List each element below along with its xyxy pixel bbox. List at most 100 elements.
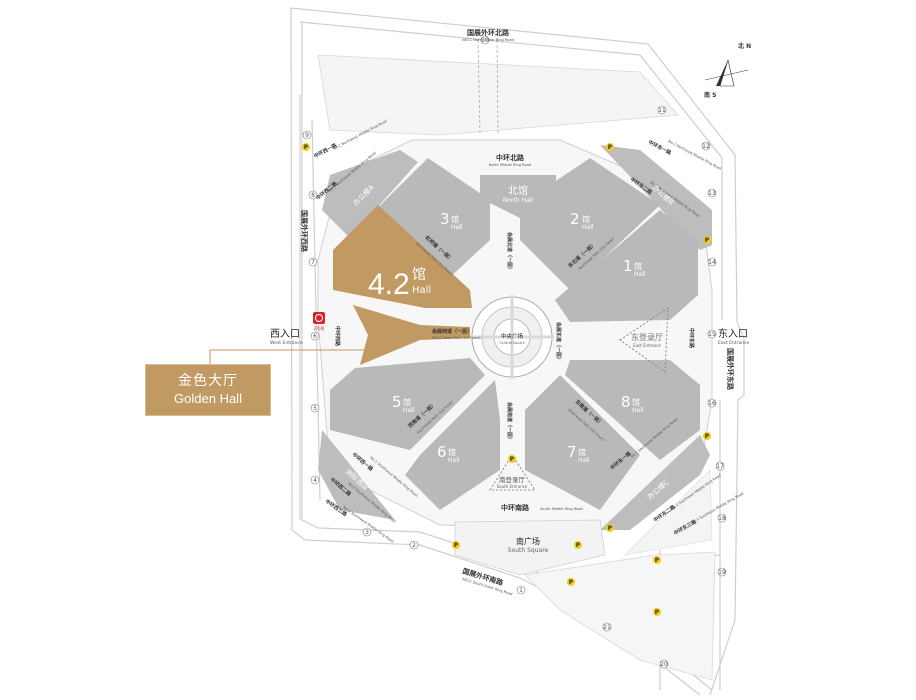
gate-1-label: 1 — [519, 587, 523, 594]
west-road-label: 国展外环西路 — [300, 210, 309, 253]
hall-7 — [525, 375, 640, 510]
hall-1-label-en: Hall — [634, 271, 646, 278]
north-service-area — [317, 54, 679, 136]
gate-markers: 1 2 3 4 5 6 7 8 9 10 11 12 13 14 15 16 1… — [302, 35, 727, 669]
central-square-label-en: Central Square — [499, 341, 524, 345]
hotel-building — [318, 430, 395, 520]
parking-icon: P — [302, 143, 310, 151]
gate-4-label: 4 — [313, 477, 317, 484]
office-building-c — [600, 435, 710, 530]
inner-south-road-label: 中环南路 — [501, 503, 530, 512]
hall-8-number: 8 — [621, 393, 631, 411]
south-parking-area — [524, 551, 716, 681]
north-hall-label-en: North Hall — [503, 197, 534, 204]
gate-21-label: 21 — [603, 624, 611, 631]
gate-8 — [308, 190, 318, 200]
hall-8-label-en: Hall — [632, 407, 644, 414]
north-walk-label: 会展北道（一层） — [506, 231, 513, 272]
svg-text:P: P — [655, 557, 660, 564]
hall-1 — [555, 210, 698, 322]
gate-14 — [707, 257, 717, 267]
hall-4-2-label-en: Hall — [412, 285, 431, 296]
hall-7-number: 7 — [567, 443, 577, 461]
gate-20 — [659, 659, 669, 669]
north-hall — [480, 175, 556, 218]
parking-icon: P — [606, 524, 614, 532]
compass-south-label: 南 S — [704, 91, 716, 99]
hall-5-number: 5 — [392, 393, 402, 411]
gate-16 — [707, 398, 717, 408]
east-walk-label: 会展东道（一层） — [555, 321, 562, 362]
hall-1-number: 1 — [623, 257, 633, 275]
svg-text:P: P — [304, 144, 309, 151]
gate-3 — [362, 527, 372, 537]
metro-line-label: 2号线 — [314, 325, 325, 331]
hall-4-2-label: 馆 — [412, 267, 426, 283]
compass-icon: 北 N 南 S — [704, 42, 751, 99]
compass-north-label: 北 N — [738, 42, 751, 50]
east-lobby-label: 东登录厅 — [631, 332, 663, 342]
parking-icon: P — [703, 432, 711, 440]
gate-17-label: 17 — [716, 463, 724, 470]
hall-6 — [405, 380, 500, 510]
svg-text:P: P — [569, 579, 574, 586]
hall-1-label: 馆 — [634, 261, 642, 271]
gate-2-label: 2 — [412, 542, 416, 549]
west-entrance-label: 西入口 — [270, 329, 300, 340]
svg-text:P: P — [608, 144, 613, 151]
southeast-corner-area — [624, 469, 713, 556]
inner-south-road-label-en: South Middle Ring Road — [540, 507, 583, 511]
gate-16-label: 16 — [708, 400, 716, 407]
gate-1 — [516, 585, 526, 595]
gate-4 — [310, 475, 320, 485]
svg-text:P: P — [655, 609, 660, 616]
hall-3-number: 3 — [440, 210, 450, 228]
central-square-label: 中央广场 — [501, 332, 524, 340]
south-square-label-en: South Square — [508, 547, 549, 554]
hall-4-2-number: 4.2 — [368, 268, 410, 301]
gate-10 — [480, 35, 490, 45]
hall-5-label-en: Hall — [403, 407, 415, 414]
north-dashed-line — [477, 39, 481, 136]
golden-hall-label-en: Golden Hall — [174, 391, 242, 406]
office-building-b — [600, 145, 712, 250]
hall-4-2 — [333, 205, 472, 308]
south-lobby — [489, 454, 536, 491]
gate-19-label: 19 — [718, 569, 726, 576]
hall-6-number: 6 — [437, 443, 447, 461]
east-lobby — [619, 307, 669, 373]
gate-13 — [707, 188, 717, 198]
gate-9 — [302, 130, 312, 140]
hall-7-label-en: Hall — [578, 457, 590, 464]
metro-line-2-icon: 2号线 — [313, 312, 325, 331]
parking-icon: P — [606, 143, 614, 151]
north-road-label: 国展外环北路 — [467, 28, 510, 37]
hall-3-label: 馆 — [451, 214, 459, 224]
central-square — [470, 295, 554, 379]
south-square — [454, 519, 606, 576]
gate-12 — [701, 141, 711, 151]
gate-18 — [717, 513, 727, 523]
east-entrance-label: 东入口 — [718, 327, 748, 340]
hall-7-label: 馆 — [578, 447, 586, 457]
svg-text:P: P — [705, 433, 710, 440]
gate-14-label: 14 — [708, 259, 716, 266]
east-road-label: 国展外环东路 — [726, 348, 735, 391]
east-entrance-label-en: East Entrance — [718, 340, 750, 346]
gate-2 — [409, 540, 419, 550]
hall-2-number: 2 — [570, 210, 580, 228]
inner-west-road-label: 中环西路 — [334, 326, 341, 347]
gate-5-label: 5 — [313, 405, 317, 412]
inner-north-road-label: 中环北路 — [496, 153, 525, 162]
golden-hall-label: 金色大厅 — [178, 373, 238, 389]
golden-hall-building — [353, 305, 470, 365]
gate-11 — [657, 105, 667, 115]
parking-icon: P — [653, 608, 661, 616]
gate-6-label: 6 — [313, 333, 317, 340]
gate-5 — [310, 403, 320, 413]
parking-icon: P — [508, 455, 516, 463]
hall-2-label: 馆 — [582, 214, 590, 224]
west-walk-label: 会展西道（一层） — [431, 328, 472, 335]
gate-15 — [707, 329, 717, 339]
